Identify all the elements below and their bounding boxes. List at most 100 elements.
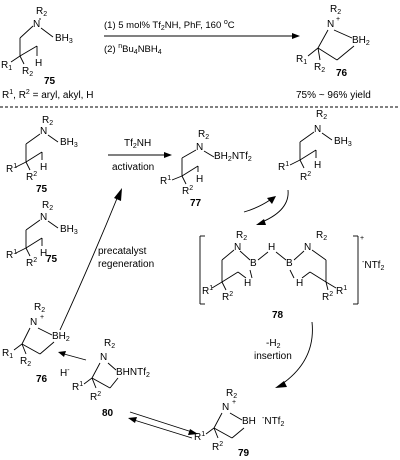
regeneration-arrow: precatalyst regeneration bbox=[59, 188, 154, 331]
svg-text:BH2: BH2 bbox=[52, 331, 70, 343]
compound-75-cycle-number: 75 bbox=[36, 184, 48, 195]
compound-75-left: R2 N BH3 H R1 R2 75 bbox=[6, 200, 78, 269]
svg-text:R2: R2 bbox=[182, 185, 193, 197]
svg-text:R1: R1 bbox=[2, 348, 13, 360]
compound-75-left-number: 75 bbox=[46, 254, 58, 265]
svg-text:N: N bbox=[40, 212, 47, 223]
compound-75-number: 75 bbox=[44, 76, 56, 87]
atom-r1-label: R1 bbox=[1, 60, 12, 72]
svg-text:R1: R1 bbox=[194, 431, 205, 443]
atom-bh3-label: BH3 bbox=[55, 33, 73, 45]
svg-text:R2: R2 bbox=[222, 291, 233, 303]
svg-text:BH3: BH3 bbox=[60, 137, 78, 149]
svg-text:N: N bbox=[40, 126, 47, 137]
svg-text:BH3: BH3 bbox=[334, 136, 352, 148]
compound-80: R2 N BHNTf2 R1 R2 80 bbox=[72, 338, 150, 419]
compound-76-top: R2 N + BH2 R1 R2 76 bbox=[296, 4, 370, 79]
compound-76-number: 76 bbox=[336, 68, 348, 79]
svg-text:H: H bbox=[40, 248, 47, 259]
svg-text:R1: R1 bbox=[296, 54, 307, 66]
svg-text:R1: R1 bbox=[336, 285, 347, 297]
condition-step-1: (1) 5 mol% Tf2NH, PhF, 160 oC bbox=[104, 19, 235, 32]
svg-text:+: + bbox=[336, 16, 340, 23]
insertion-label: insertion bbox=[254, 351, 292, 362]
svg-text:N: N bbox=[234, 242, 241, 253]
activation-arrow: Tf2NH activation bbox=[108, 138, 172, 173]
svg-text:R1: R1 bbox=[278, 161, 289, 173]
tf2nh-label: Tf2NH bbox=[124, 138, 151, 150]
equilibrium-77-78 bbox=[243, 189, 289, 225]
svg-text:N: N bbox=[304, 242, 311, 253]
svg-text:+: + bbox=[40, 314, 44, 321]
compound-75-cycle: R2 N BH3 H R1 R2 75 bbox=[6, 115, 78, 195]
svg-text:R2: R2 bbox=[322, 291, 333, 303]
svg-text:R2: R2 bbox=[330, 4, 341, 16]
svg-text:R2: R2 bbox=[42, 200, 53, 212]
svg-text:R2: R2 bbox=[34, 302, 45, 314]
precatalyst-label: precatalyst bbox=[98, 246, 147, 257]
atom-h-label: H bbox=[35, 58, 42, 69]
svg-text:R2: R2 bbox=[314, 62, 325, 74]
svg-text:R1: R1 bbox=[202, 285, 213, 297]
svg-text:BH: BH bbox=[242, 416, 256, 427]
substituent-definition: R1, R2 = aryl, akyl, H bbox=[2, 89, 93, 101]
svg-text:H: H bbox=[314, 160, 321, 171]
svg-text:BH2: BH2 bbox=[352, 35, 370, 47]
svg-text:+: + bbox=[360, 235, 364, 242]
compound-76-cycle-number: 76 bbox=[36, 374, 48, 385]
svg-text:R2: R2 bbox=[90, 391, 101, 403]
svg-text:B: B bbox=[286, 258, 293, 269]
compound-77: R2 N BH2NTf2 H R1 R2 77 bbox=[160, 129, 252, 209]
svg-text:N: N bbox=[314, 124, 321, 135]
hydride-label: H- bbox=[60, 367, 70, 379]
svg-text:R2: R2 bbox=[300, 171, 311, 183]
svg-text:R2: R2 bbox=[316, 109, 327, 121]
svg-text:H: H bbox=[268, 242, 275, 253]
compound-76-cycle: R2 N + BH2 R1 R2 76 bbox=[2, 302, 70, 385]
svg-text:R2: R2 bbox=[26, 171, 37, 183]
svg-text:+: + bbox=[232, 399, 236, 406]
compound-75-right: R2 N BH3 H R1 R2 bbox=[278, 109, 352, 183]
svg-text:H: H bbox=[244, 278, 251, 289]
svg-text:R2: R2 bbox=[316, 230, 327, 242]
svg-text:R2: R2 bbox=[104, 338, 115, 350]
svg-text:H: H bbox=[196, 174, 203, 185]
svg-text:R2: R2 bbox=[236, 230, 247, 242]
svg-text:N: N bbox=[30, 317, 37, 328]
compound-78-number: 78 bbox=[272, 310, 284, 321]
compound-79: R2 N + BH R1 R2 -NTf2 79 bbox=[194, 388, 284, 459]
compound-77-number: 77 bbox=[190, 198, 202, 209]
svg-text:R2: R2 bbox=[42, 115, 53, 127]
svg-text:R1: R1 bbox=[160, 175, 171, 187]
condition-step-2: (2) nBu4NBH4 bbox=[104, 43, 162, 56]
counter-anion-78: -NTf2 bbox=[362, 259, 384, 272]
svg-text:N: N bbox=[196, 142, 203, 153]
reaction-arrow-top: (1) 5 mol% Tf2NH, PhF, 160 oC (2) nBu4NB… bbox=[104, 19, 300, 56]
regeneration-label: regeneration bbox=[98, 259, 154, 270]
atom-r2b-label: R2 bbox=[22, 66, 33, 78]
svg-text:H: H bbox=[40, 162, 47, 173]
svg-text:N: N bbox=[327, 19, 334, 30]
svg-text:R1: R1 bbox=[72, 381, 83, 393]
svg-text:R2: R2 bbox=[226, 388, 237, 400]
svg-text:R2: R2 bbox=[20, 356, 31, 368]
insertion-arrow: -H2 insertion bbox=[254, 321, 313, 388]
svg-text:N: N bbox=[100, 352, 107, 363]
svg-text:R2: R2 bbox=[26, 257, 37, 269]
equilibrium-79-80 bbox=[128, 411, 198, 439]
compound-79-number: 79 bbox=[238, 448, 250, 459]
svg-text:R1: R1 bbox=[6, 249, 17, 261]
svg-text:BH2NTf2: BH2NTf2 bbox=[214, 151, 252, 163]
compound-78: + -NTf2 R2 N B H B N R2 H R1 R2 H R1 R2 … bbox=[199, 230, 384, 321]
svg-text:BH3: BH3 bbox=[60, 224, 78, 236]
minus-h2-label: -H2 bbox=[266, 338, 281, 350]
activation-label: activation bbox=[112, 162, 154, 173]
compound-75-top: R2 N BH3 H R1 R2 75 bbox=[1, 6, 73, 87]
yield-text: 75% ~ 96% yield bbox=[296, 90, 371, 101]
compound-80-number: 80 bbox=[102, 408, 114, 419]
svg-text:H: H bbox=[296, 278, 303, 289]
svg-text:BHNTf2: BHNTf2 bbox=[116, 367, 150, 379]
svg-text:B: B bbox=[250, 258, 257, 269]
